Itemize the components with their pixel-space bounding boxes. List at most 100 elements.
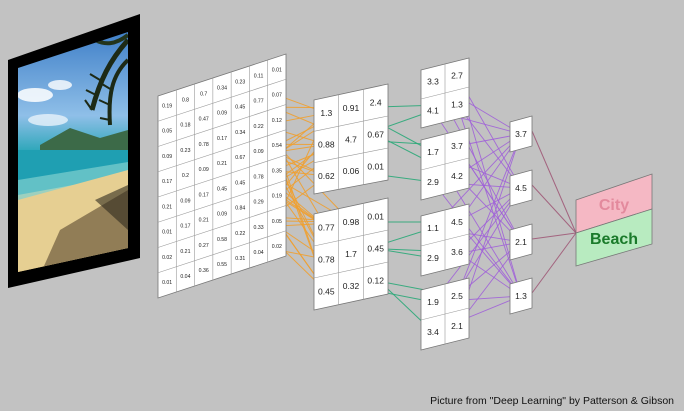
grid-cell-value: 2.7	[451, 70, 463, 80]
grid-cell-value: 4.7	[345, 134, 357, 144]
grid-cell-value: 0.09	[217, 212, 227, 218]
grid-cell-value: 0.01	[272, 67, 282, 73]
image-caption: Picture from "Deep Learning" by Patterso…	[430, 395, 674, 407]
edge-pool-dense	[456, 104, 522, 189]
grid-cell-value: 1.9	[427, 297, 439, 307]
grid-cell-value: 0.05	[272, 219, 282, 225]
grid-line	[420, 307, 470, 321]
grid-cell-value: 0.32	[343, 281, 360, 291]
grid-cell-value: 1.3	[451, 99, 463, 109]
grid-cell-value: 0.21	[162, 204, 172, 210]
output-class-label-beach: Beach	[590, 231, 638, 248]
layer-panels: 0.19 0.8 0.7 0.34 0.23 0.11 0.01 0.05 0.18 0.47 0.…	[157, 53, 653, 351]
grid-line	[157, 179, 287, 223]
grid-cell-value: 3.3	[427, 76, 439, 86]
grid-cell-value: 0.27	[199, 243, 209, 249]
input-photo	[8, 14, 140, 288]
grid-cell-value: 0.91	[343, 103, 360, 113]
edge-pool-dense	[432, 181, 522, 297]
grid-cell-value: 0.78	[254, 174, 264, 180]
grid-cell-value: 0.06	[343, 166, 360, 176]
grid-cell-value: 1.7	[345, 249, 357, 259]
grid-cell-value: 0.2	[182, 173, 189, 179]
grid-cell-value: 4.5	[515, 183, 527, 193]
grid-cell-value: 2.9	[427, 177, 439, 187]
grid-cell-value: 0.02	[272, 244, 282, 250]
pool-feature-map-2: 1.73.72.94.2	[420, 127, 470, 201]
grid-cell-value: 1.3	[320, 108, 332, 118]
grid-cell-value: 0.62	[318, 171, 335, 181]
grid-cell-value: 2.1	[515, 237, 527, 247]
grid-cell-value: 0.22	[235, 231, 245, 237]
grid-cell-value: 0.23	[235, 79, 245, 85]
grid-cell-value: 0.09	[162, 154, 172, 160]
output-class-label-city: City	[599, 197, 629, 214]
grid-line	[157, 78, 287, 122]
edge-dense-output	[531, 130, 577, 234]
grid-cell-value: 0.17	[162, 179, 172, 185]
grid-cell-value: 0.09	[254, 149, 264, 155]
grid-cell-value: 0.05	[162, 129, 172, 135]
grid-cell-value: 0.8	[182, 97, 189, 103]
grid-cell-value: 0.29	[254, 200, 264, 206]
input-pixel-grid: 0.19 0.8 0.7 0.34 0.23 0.11 0.01 0.05 0.18 0.47 0.…	[157, 53, 287, 299]
grid-cell-value: 0.11	[254, 73, 264, 79]
grid-line	[157, 104, 287, 147]
grid-cell-value: 0.7	[200, 91, 207, 97]
edge-dense-output	[531, 184, 577, 234]
grid-cell-value: 0.01	[162, 280, 172, 286]
grid-line	[157, 154, 287, 198]
grid-cell-value: 0.19	[162, 103, 172, 109]
grid-cell-value: 0.17	[180, 224, 190, 230]
output-class-cell	[575, 208, 653, 267]
grid-cell-value: 0.34	[235, 130, 245, 136]
grid-cell-value: 1.1	[427, 223, 439, 233]
pool-feature-map-1: 3.3 2.7 4.1 1.3	[420, 57, 470, 129]
grid-cell-value: 0.02	[162, 255, 172, 261]
grid-cell-value: 0.47	[199, 117, 209, 123]
grid-cell-value: 0.67	[367, 129, 384, 139]
grid-cell-value: 0.78	[318, 254, 335, 264]
grid-cell-value: 0.09	[199, 167, 209, 173]
grid-cell-value: 0.45	[367, 244, 384, 254]
grid-cell-value: 4.1	[427, 105, 439, 115]
grid-cell-value: 0.36	[199, 268, 209, 274]
grid-cell-value: 2.1	[451, 321, 463, 331]
grid-cell-value: 0.78	[199, 142, 209, 148]
grid-cell-value: 0.22	[254, 124, 264, 130]
pool-feature-map-4: 1.92.53.42.1	[420, 277, 470, 351]
grid-cell-value: 0.18	[180, 123, 190, 129]
dense-node-3: 2.1	[509, 223, 533, 261]
grid-cell-value: 0.77	[254, 99, 264, 105]
dense-node-2-panel	[509, 169, 533, 207]
grid-cell-value: 1.7	[427, 147, 439, 157]
pool-feature-map-3: 1.14.52.93.6	[420, 203, 470, 277]
edge-dense-output	[531, 232, 577, 294]
grid-cell-value: 0.88	[318, 139, 335, 149]
dense-node-3-panel	[509, 223, 533, 261]
grid-cell-value: 2.9	[427, 253, 439, 263]
edge-dense-output	[531, 232, 577, 240]
conv-feature-map-2: 0.770.980.010.781.70.450.450.320.12	[313, 197, 389, 311]
dense-node-4-panel	[509, 277, 533, 315]
grid-cell-value: 4.5	[451, 217, 463, 227]
grid-cell-value: 0.12	[367, 276, 384, 286]
edge-pool-dense	[456, 133, 522, 297]
grid-cell-value: 2.5	[451, 291, 463, 301]
grid-line	[420, 157, 470, 171]
grid-cell-value: 0.04	[254, 250, 264, 256]
dense-node-4: 1.3	[509, 277, 533, 315]
grid-cell-value: 0.45	[235, 105, 245, 111]
grid-cell-value: 0.31	[235, 256, 245, 262]
grid-cell-value: 0.09	[217, 111, 227, 117]
grid-cell-value: 0.07	[272, 93, 282, 99]
grid-line	[313, 115, 389, 132]
grid-cell-value: 0.12	[272, 118, 282, 124]
grid-line	[420, 233, 470, 247]
grid-cell-value: 0.09	[180, 198, 190, 204]
grid-line	[157, 205, 287, 248]
grid-cell-value: 0.67	[235, 155, 245, 161]
dense-node-1: 3.7	[509, 115, 533, 153]
